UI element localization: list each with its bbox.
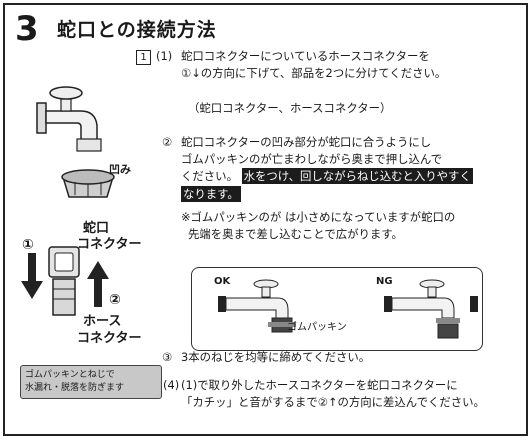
section-title: 蛇口との接続方法 <box>57 19 217 41</box>
faucet-connector-label-1: 蛇口 <box>83 221 110 236</box>
step2-note-line1: ※ゴムパッキンのが は小さめになっていますが蛇口の <box>181 210 456 224</box>
step1-line1: 蛇口コネクターについているホースコネクターを <box>181 49 430 63</box>
ok-ng-figure: OK NG ゴムパッキン <box>191 267 483 351</box>
step3-text: 3本のねじを均等に締めてください。 <box>181 350 371 364</box>
step2-highlight-2: なります。 <box>181 186 241 202</box>
hose-connector-label-2: コネクター <box>77 331 142 346</box>
step2-line4: なります。 <box>181 186 241 202</box>
step2-number: ② <box>162 135 173 149</box>
up-arrow-icon <box>87 261 109 307</box>
hose-connector-label-1: ホース <box>83 314 122 329</box>
step4-line2: 「カチッ」と音がするまで②↑の方向に差込んでください。 <box>181 395 485 409</box>
badge-line1: ゴムパッキンとねじで <box>25 370 115 380</box>
recess-label: 凹み <box>109 163 131 176</box>
step2-line2: ゴムパッキンのが亡まわしながら奥まで押し込んで <box>181 152 443 166</box>
ok-label: OK <box>214 276 231 287</box>
down-arrow-icon <box>21 253 43 299</box>
step3-number: ③ <box>162 350 173 364</box>
ok-faucet-icon <box>218 279 296 333</box>
step2-line3-plain: ください。 <box>181 169 238 183</box>
step2-line1: 蛇口コネクターの凹み部分が蛇口に合うようにし <box>181 135 432 149</box>
faucet-illustration <box>36 86 115 198</box>
arrow-1-label: ① <box>22 237 34 253</box>
gasket-label: ゴムパッキン <box>287 322 347 333</box>
step4-line1: (1)で取り外したホースコネクターを蛇口コネクターに <box>181 378 458 392</box>
step4-number: (4) <box>163 378 180 392</box>
arrow-2-label: ② <box>109 292 121 308</box>
waterproof-badge: ゴムパッキンとねじで 水漏れ・脱落を防ぎます <box>20 365 162 399</box>
step-box-label: 1 <box>136 50 151 65</box>
ng-faucet-icon <box>384 279 478 339</box>
step1-line2: ①↓の方向に下げて、部品を2つに分けてください。 <box>181 66 447 80</box>
instruction-page: 3 蛇口との接続方法 凹み 蛇口 コネクター ① ② ホース コネクター 1 (… <box>3 3 528 436</box>
badge-line2: 水漏れ・脱落を防ぎます <box>25 383 125 393</box>
faucet-connector-label-2: コネクター <box>77 237 142 252</box>
step2-note-line2: 先端を奥まで差し込むことで広がります。 <box>188 227 403 241</box>
step1-parenthetical: （蛇口コネクター、ホースコネクター） <box>188 101 392 115</box>
hose-connector-icon <box>48 246 80 316</box>
step2-highlight-1: 水をつけ、回しながらねじ込むと入りやすく <box>241 168 473 184</box>
ng-label: NG <box>376 276 393 287</box>
step-number: 3 <box>15 9 39 49</box>
step1-number: (1) <box>156 49 173 63</box>
step2-line3: ください。 水をつけ、回しながらねじ込むと入りやすく <box>181 168 473 184</box>
